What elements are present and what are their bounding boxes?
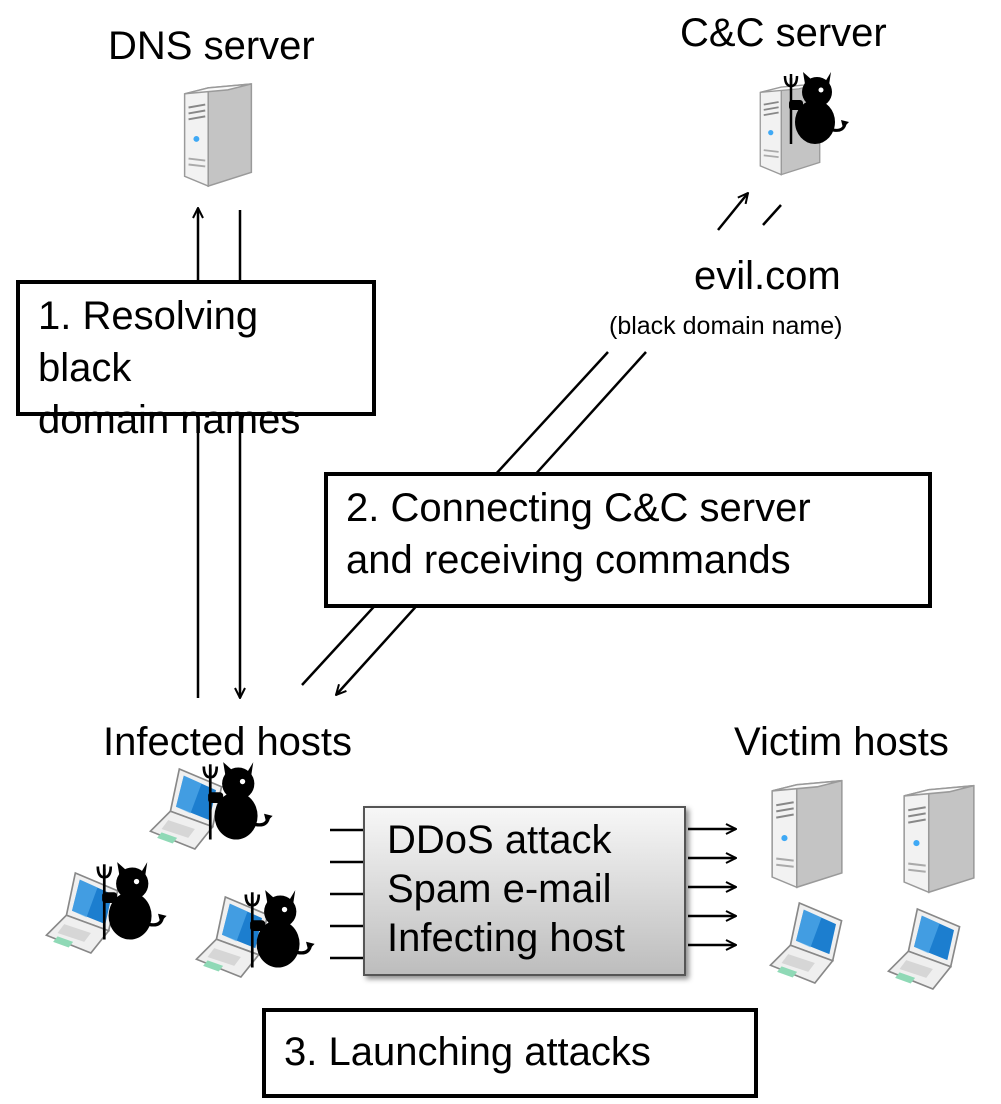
server-icon [898, 780, 980, 900]
attack-infecting: Infecting host [387, 916, 625, 961]
dns-server-label: DNS server [108, 24, 315, 68]
cc-upper-arrow [717, 193, 748, 231]
cc-upper-line [762, 204, 782, 226]
infected-hosts-label: Infected hosts [103, 720, 353, 764]
step3-label: 3. Launching attacks [284, 1030, 651, 1074]
step2-line1: 2. Connecting C&C server [346, 486, 811, 530]
evil-domain-label: evil.com [694, 254, 841, 298]
dns-server-icon [178, 82, 258, 190]
devil-icon [196, 760, 274, 846]
step1-line1: 1. Resolving black [38, 294, 259, 390]
devil-icon [90, 860, 168, 946]
step2-box: 2. Connecting C&C server and receiving c… [324, 472, 932, 608]
evil-domain-note: (black domain name) [609, 312, 843, 340]
cc-server-label: C&C server [680, 11, 887, 55]
attack-ddos: DDoS attack [387, 818, 612, 862]
devil-icon [238, 888, 316, 974]
laptop-icon [766, 898, 866, 988]
devil-icon [778, 70, 850, 150]
step1-line2: domain names [38, 398, 301, 442]
step2-line2: and receiving commands [346, 538, 791, 582]
attack-box: DDoS attack Spam e-mail Infecting host [363, 806, 686, 976]
server-icon [766, 775, 848, 895]
step3-box: 3. Launching attacks [262, 1008, 758, 1098]
laptop-icon [884, 904, 984, 994]
step1-box: 1. Resolving black domain names [16, 280, 376, 442]
victim-hosts-label: Victim hosts [734, 720, 949, 764]
attack-spam: Spam e-mail [387, 867, 612, 912]
